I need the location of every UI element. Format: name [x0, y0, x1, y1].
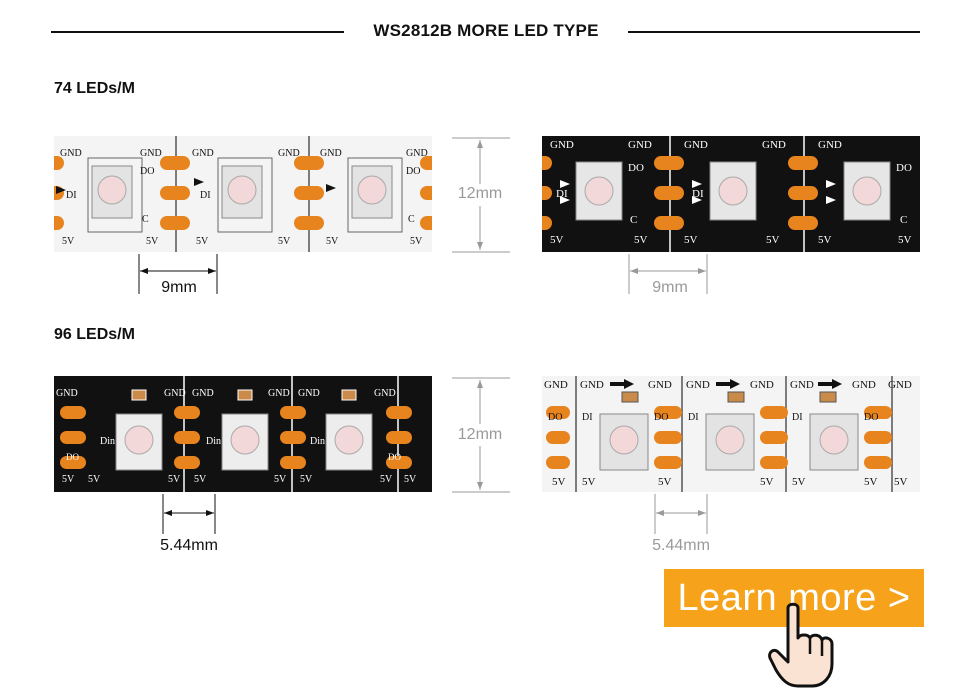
height-dimension-96: [452, 377, 510, 493]
pad-label-gnd: GND: [628, 139, 652, 151]
header-rule-left: [51, 31, 344, 33]
led-strip-96-black: GND GND GND GND GND GND Din Din Din DO D…: [54, 376, 432, 492]
pad-label-gnd: GND: [648, 379, 672, 391]
pad-label-di: DI: [556, 188, 568, 200]
pad-label-do: DO: [406, 166, 421, 177]
pad-label-gnd: GND: [164, 388, 186, 399]
pad-label-5v: 5V: [818, 234, 832, 246]
page-title: WS2812B MORE LED TYPE: [373, 21, 599, 40]
height-dimension-label-74: 12mm: [457, 185, 503, 202]
pad-label-do: DO: [628, 162, 644, 174]
height-dimension-74: [452, 137, 510, 253]
pad-label-gnd: GND: [852, 379, 876, 391]
pad-label-5v: 5V: [146, 236, 159, 247]
pitch-dimension-label-96-white: 5.44mm: [652, 537, 710, 554]
pad-label-gnd: GND: [790, 379, 814, 391]
pitch-dimension-label-74-white: 9mm: [161, 279, 197, 296]
pad-label-5v: 5V: [792, 476, 806, 488]
pad-label-5v: 5V: [62, 236, 75, 247]
led-strip-96-white: GND GND GND GND GND GND GND GND DO DO DO…: [542, 376, 920, 492]
pad-label-5v: 5V: [274, 474, 287, 485]
pad-label-gnd: GND: [550, 139, 574, 151]
pad-label-c: C: [900, 214, 908, 226]
pad-label-5v: 5V: [404, 474, 417, 485]
pad-label-di: DI: [688, 412, 699, 423]
pad-label-5v: 5V: [194, 474, 207, 485]
section-label-96: 96 LEDs/M: [54, 326, 135, 343]
pad-label-gnd: GND: [750, 379, 774, 391]
pad-label-do: DO: [388, 452, 401, 462]
pad-label-di: DI: [66, 190, 77, 201]
pad-label-5v: 5V: [62, 474, 75, 485]
pad-label-5v: 5V: [864, 476, 878, 488]
pitch-dimension-label-96-black: 5.44mm: [160, 537, 218, 554]
pad-label-do: DO: [548, 412, 563, 423]
pad-label-gnd: GND: [56, 388, 78, 399]
pad-label-5v: 5V: [760, 476, 774, 488]
led-strip-74-white: GND GND GND GND GND GND DO DO DI DI C C …: [54, 136, 432, 252]
pad-label-gnd: GND: [192, 388, 214, 399]
pad-label-do: DO: [654, 412, 669, 423]
pad-label-do: DO: [140, 166, 155, 177]
pad-label-5v: 5V: [684, 234, 698, 246]
pointing-hand-icon: [768, 602, 834, 688]
pad-label-c: C: [408, 214, 415, 225]
pitch-dimension-96-white: [654, 494, 708, 534]
pad-label-5v: 5V: [410, 236, 423, 247]
pad-label-5v: 5V: [278, 236, 291, 247]
pad-label-din: Din: [100, 436, 115, 447]
pad-label-5v: 5V: [380, 474, 393, 485]
pad-label-do: DO: [864, 412, 879, 423]
pad-label-5v: 5V: [168, 474, 181, 485]
pad-label-gnd: GND: [544, 379, 568, 391]
pad-label-c: C: [142, 214, 149, 225]
pad-label-di: DI: [692, 188, 704, 200]
pad-label-gnd: GND: [406, 148, 428, 159]
pad-label-5v: 5V: [550, 234, 564, 246]
pad-label-5v: 5V: [300, 474, 313, 485]
pad-label-din: Din: [206, 436, 221, 447]
height-dimension-label-96: 12mm: [457, 426, 503, 443]
pad-label-c: C: [630, 214, 638, 226]
pad-label-gnd: GND: [818, 139, 842, 151]
pad-label-gnd: GND: [684, 139, 708, 151]
pad-label-gnd: GND: [298, 388, 320, 399]
pitch-dimension-74-white: [138, 254, 218, 294]
pad-label-gnd: GND: [192, 148, 214, 159]
pad-label-5v: 5V: [634, 234, 648, 246]
pad-label-di: DI: [200, 190, 211, 201]
pad-label-5v: 5V: [582, 476, 596, 488]
pad-label-gnd: GND: [140, 148, 162, 159]
pad-label-gnd: GND: [686, 379, 710, 391]
pad-label-gnd: GND: [278, 148, 300, 159]
pitch-dimension-label-74-black: 9mm: [652, 279, 688, 296]
pad-label-gnd: GND: [60, 148, 82, 159]
pad-label-gnd: GND: [888, 379, 912, 391]
strip-segments: [54, 136, 432, 252]
pad-label-5v: 5V: [898, 234, 912, 246]
pad-label-di: DI: [582, 412, 593, 423]
pad-label-5v: 5V: [658, 476, 672, 488]
pad-label-5v: 5V: [326, 236, 339, 247]
led-strip-74-black: GND GND GND GND GND DO DO DI DI C C 5V 5…: [542, 136, 920, 252]
pad-label-5v: 5V: [766, 234, 780, 246]
pad-label-din: Din: [310, 436, 325, 447]
pad-label-gnd: GND: [580, 379, 604, 391]
pad-label-5v: 5V: [88, 474, 101, 485]
pad-label-di: DI: [792, 412, 803, 423]
pitch-dimension-74-black: [628, 254, 708, 294]
pad-label-do: DO: [66, 452, 79, 462]
pitch-dimension-96-black: [162, 494, 216, 534]
pad-label-5v: 5V: [552, 476, 566, 488]
pad-label-gnd: GND: [374, 388, 396, 399]
pad-label-5v: 5V: [196, 236, 209, 247]
pad-label-gnd: GND: [268, 388, 290, 399]
header-rule-right: [628, 31, 920, 33]
pad-label-gnd: GND: [320, 148, 342, 159]
section-label-74: 74 LEDs/M: [54, 80, 135, 97]
pad-label-5v: 5V: [894, 476, 908, 488]
pad-label-do: DO: [896, 162, 912, 174]
pad-label-gnd: GND: [762, 139, 786, 151]
